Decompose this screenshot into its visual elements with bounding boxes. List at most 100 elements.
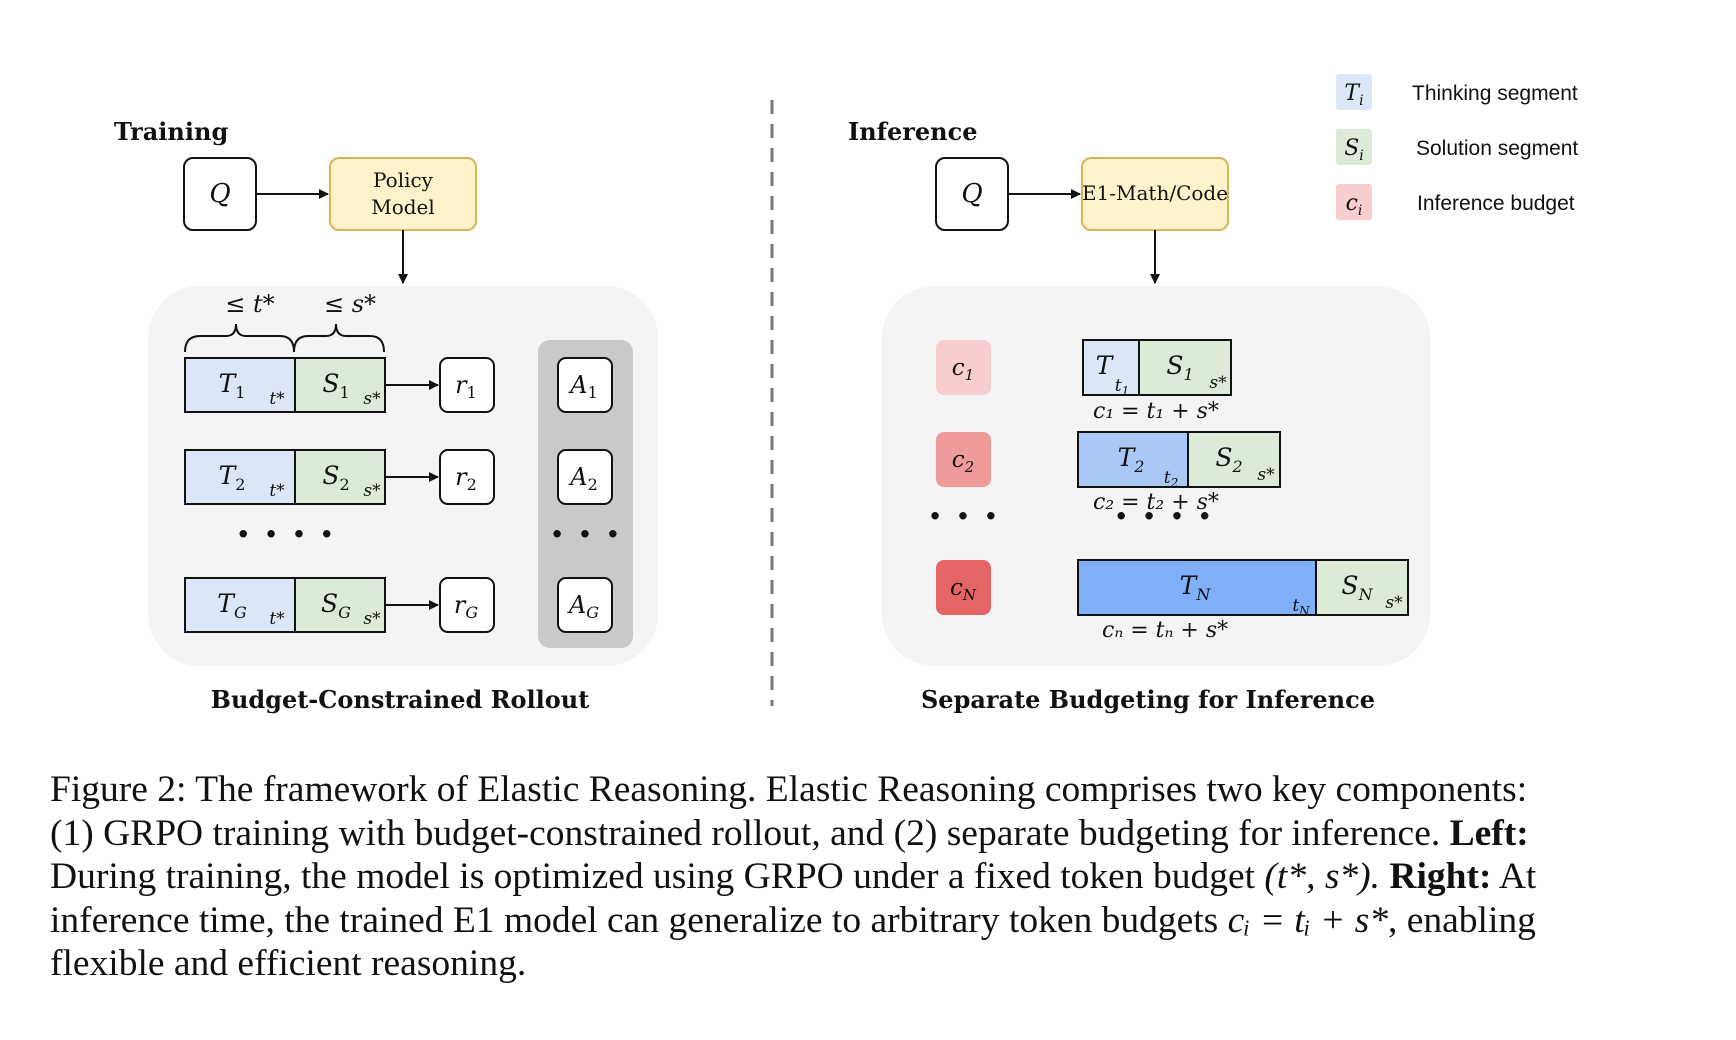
inference-caption: Separate Budgeting for Inference [921, 685, 1375, 714]
solution-bar [1315, 559, 1409, 616]
solution-bar-label: SN [1341, 571, 1373, 604]
s-budget-mark: s* [363, 609, 381, 629]
legend-thinking-label: Thinking segment [1412, 82, 1578, 105]
thinking-label: TG [217, 589, 247, 622]
solution-segment [294, 449, 386, 505]
s-budget-mark: s* [363, 389, 381, 409]
inference-budget-1: c1 T t1 S1 s* c₁ = t₁ + s* [936, 339, 1232, 424]
solution-bar-label: S1 [1166, 351, 1193, 384]
caption-line-1: Figure 2: The framework of Elastic Reaso… [50, 768, 1690, 812]
training-title: Training [114, 117, 228, 146]
solution-segment [294, 577, 386, 633]
inference-question-label: Q [961, 179, 982, 209]
caption-line-3: During training, the model is optimized … [50, 855, 1690, 899]
solution-label: S1 [322, 369, 349, 402]
rollout-row-2: T2 t* S2 s* r2 A2 [184, 449, 613, 505]
budget-box [936, 560, 991, 615]
advantage-label: AG [567, 591, 599, 622]
reward-box [439, 357, 495, 413]
inference-budget-2: c2 T2 t2 S2 s* c₂ = t₂ + s* [936, 431, 1281, 515]
budget-equation: c₂ = t₂ + s* [1093, 490, 1219, 515]
inference-title: Inference [848, 117, 978, 146]
advantage-box [557, 357, 613, 413]
thinking-label: T1 [219, 369, 246, 402]
thinking-segment [184, 577, 296, 633]
caption-line-5: flexible and efficient reasoning. [50, 942, 1690, 986]
budget-box [936, 432, 991, 487]
advantage-box [557, 577, 613, 633]
figure-caption: Figure 2: The framework of Elastic Reaso… [50, 768, 1690, 986]
caption-right-label: Right: [1389, 856, 1492, 897]
thinking-segment [184, 449, 296, 505]
budget-label: c1 [952, 355, 974, 384]
legend-budget-symbol: ci [1346, 191, 1363, 219]
thinking-tokens-label: tN [1292, 596, 1310, 618]
caption-text: Figure 2: The framework of Elastic Reaso… [50, 769, 1528, 810]
reward-box [439, 449, 495, 505]
training-caption: Budget-Constrained Rollout [211, 685, 590, 714]
bar-ellipsis: · · · · [1114, 493, 1211, 540]
legend-budget-label: Inference budget [1417, 192, 1575, 215]
budget-equation: c₁ = t₁ + s* [1093, 399, 1219, 424]
solution-label: S2 [322, 461, 349, 494]
advantage-label: A1 [568, 371, 598, 402]
policy-model-line1: Policy [373, 168, 434, 192]
caption-line-4: inference time, the trained E1 model can… [50, 899, 1690, 943]
training-question-label: Q [209, 179, 230, 209]
solution-label: SG [321, 589, 351, 622]
legend-thinking-swatch [1336, 74, 1372, 110]
budget-label: cN [950, 575, 977, 604]
s-budget-mark: s* [363, 481, 381, 501]
budget-box [936, 340, 991, 395]
reward-label: r2 [455, 463, 477, 494]
legend-budget-swatch [1336, 184, 1372, 220]
advantage-box [557, 449, 613, 505]
thinking-bar-label: T2 [1118, 443, 1145, 476]
s-budget-mark: s* [1209, 373, 1227, 393]
inference-budget-n: cN TN tN SN s* cₙ = tₙ + s* [936, 559, 1409, 643]
caption-math: (t*, s*). [1264, 856, 1381, 897]
legend-solution-symbol: Si [1344, 136, 1364, 164]
rollout-row-1: T1 t* S1 s* r1 A1 [184, 357, 613, 413]
s-budget-mark: s* [1385, 593, 1403, 613]
legend-thinking-symbol: Ti [1344, 81, 1363, 109]
legend-solution-swatch [1336, 129, 1372, 165]
caption-text: (1) GRPO training with budget-constraine… [50, 812, 1441, 854]
budget-equation: cₙ = tₙ + s* [1102, 618, 1228, 643]
solution-segment [294, 357, 386, 413]
thinking-label: T2 [219, 461, 246, 494]
solution-bar-label: S2 [1215, 443, 1242, 476]
caption-text: At [1498, 856, 1537, 897]
caption-text: During training, the model is optimized … [50, 856, 1256, 897]
budget-ellipsis: · · · [928, 493, 998, 540]
budget-label: c2 [952, 447, 974, 476]
rollout-row-g: TG t* SG s* rG AG [184, 577, 613, 633]
solution-bar [1187, 431, 1281, 488]
thinking-segment [184, 357, 296, 413]
caption-text: inference time, the trained E1 model can… [50, 899, 1219, 941]
s-budget-mark: s* [1257, 465, 1275, 485]
brace-solution [293, 323, 385, 353]
policy-model-line2: Model [371, 195, 435, 219]
reward-label: rG [454, 591, 478, 622]
caption-line-2: (1) GRPO training with budget-constraine… [50, 812, 1690, 856]
advantage-ellipsis: · · · [550, 511, 620, 558]
caption-math: cᵢ = tᵢ + s* [1227, 899, 1389, 941]
t-budget-mark: t* [269, 389, 285, 409]
thinking-bar-label: T [1096, 351, 1115, 380]
thinking-bar-label: TN [1180, 571, 1212, 604]
legend: Ti Thinking segment Si Solution segment … [1336, 74, 1578, 220]
thinking-tokens-label: t2 [1164, 468, 1178, 490]
reward-label: r1 [455, 371, 477, 402]
solution-bar [1138, 339, 1232, 396]
elastic-reasoning-diagram: Training Q Policy Model ≤ t* ≤ s* T1 t* … [114, 74, 1578, 714]
t-budget-mark: t* [269, 481, 285, 501]
caption-text: flexible and efficient reasoning. [50, 943, 527, 984]
e1-model-label: E1-Math/Code [1082, 181, 1228, 205]
t-budget-mark: t* [269, 609, 285, 629]
thinking-tokens-label: t1 [1115, 376, 1129, 398]
advantage-label: A2 [568, 463, 598, 494]
brace-thinking [184, 323, 295, 353]
legend-solution-label: Solution segment [1416, 137, 1578, 160]
rows-ellipsis: · · · · [236, 511, 333, 558]
